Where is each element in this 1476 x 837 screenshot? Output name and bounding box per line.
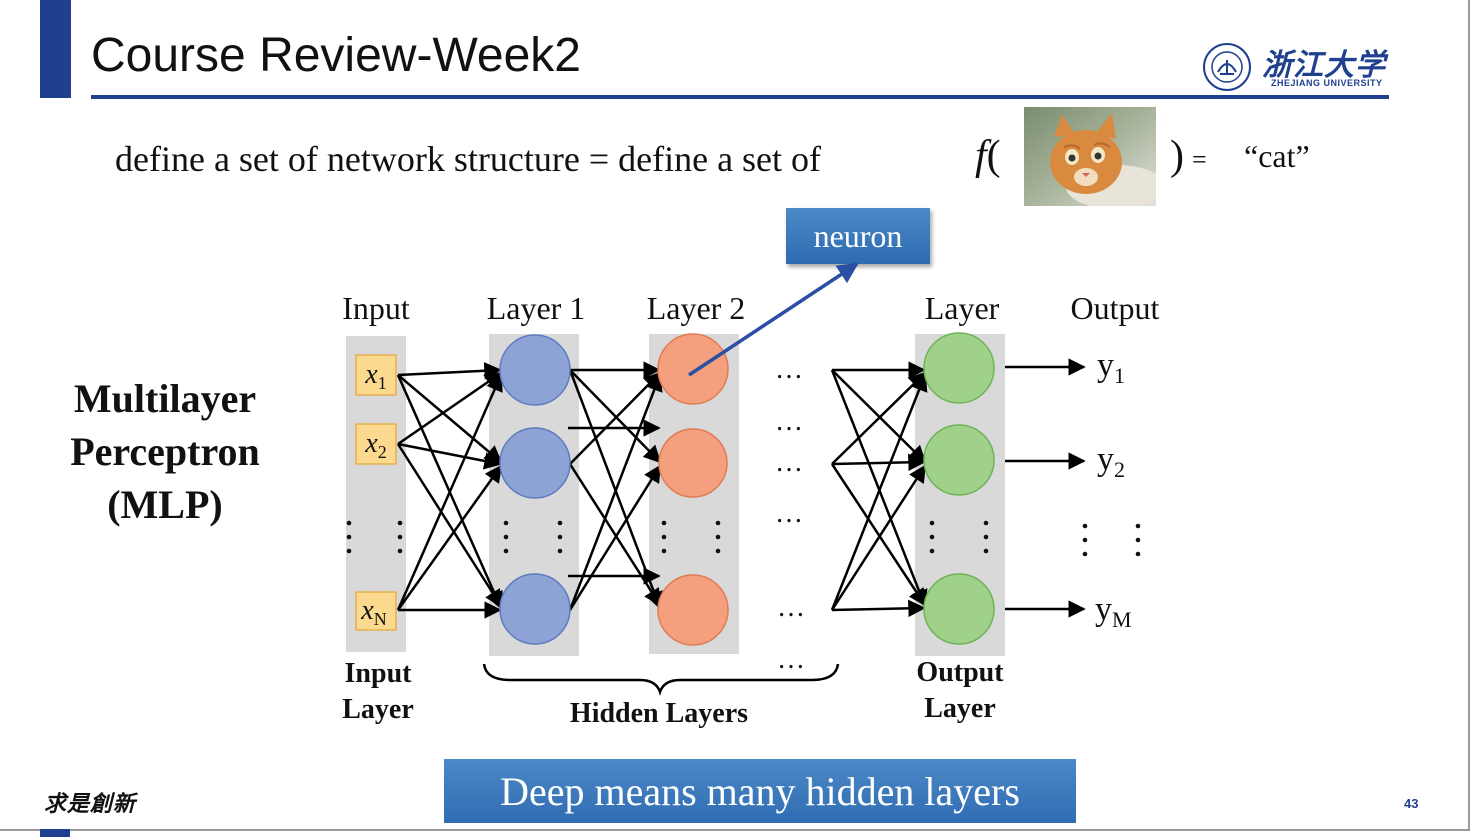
header-output: Output — [1071, 290, 1160, 326]
close-paren: ) — [1170, 133, 1184, 179]
layer1-layer2-connections — [568, 361, 663, 611]
svg-text:Output: Output — [916, 657, 1004, 688]
page-number: 43 — [1404, 796, 1419, 811]
ellipsis-h: … — [777, 644, 805, 675]
cat-image — [1024, 107, 1156, 206]
svg-text:y1: y1 — [1097, 347, 1125, 388]
neuron — [657, 333, 729, 405]
hidden-layers-brace — [482, 663, 840, 696]
input-node: xN — [355, 591, 397, 631]
neuron — [658, 428, 728, 498]
university-name-cn: 浙江大学 — [1262, 48, 1386, 83]
mlp-label-line3: (MLP) — [107, 482, 223, 527]
header-layer2: Layer 2 — [647, 290, 746, 326]
neuron — [499, 427, 571, 499]
mlp-label-line2: Perceptron — [70, 429, 260, 474]
vertical-ellipsis — [346, 520, 1141, 557]
svg-text:x1: x1 — [364, 359, 386, 393]
slide-title: Course Review-Week2 — [91, 29, 581, 82]
output-label-cat: “cat” — [1244, 138, 1310, 174]
output-label: y2 — [1097, 441, 1125, 482]
svg-text:x2: x2 — [364, 428, 386, 462]
deep-callout: Deep means many hidden layers — [444, 759, 1076, 823]
svg-text:y2: y2 — [1097, 441, 1125, 482]
header-layer: Layer — [925, 290, 1000, 326]
hidden-layers-label: Hidden Layers — [570, 698, 748, 729]
output-layer-label: Output Layer — [916, 657, 1004, 724]
ellipsis-h: … — [775, 406, 803, 437]
header-layer1: Layer 1 — [487, 290, 586, 326]
definition-text: define a set of network structure = defi… — [115, 139, 822, 179]
university-seal-icon — [1203, 43, 1251, 91]
corner-accent — [40, 829, 70, 837]
input-layer-label: Input Layer — [342, 658, 414, 725]
hidden-output-connections — [830, 361, 928, 618]
neuron-callout: neuron — [786, 208, 930, 264]
output-label: yM — [1095, 591, 1132, 632]
title-accent-bar — [40, 0, 71, 98]
output-arrows — [1005, 358, 1086, 618]
svg-text:Layer: Layer — [924, 693, 996, 724]
svg-text:xN: xN — [360, 595, 386, 629]
input-node: x2 — [355, 423, 397, 465]
layer1-neurons — [499, 334, 571, 645]
neuron-pointer-arrow — [688, 262, 859, 377]
neuron — [657, 574, 729, 646]
ellipsis-h: … — [775, 498, 803, 529]
svg-text:Layer: Layer — [342, 694, 414, 725]
input-node: x1 — [355, 354, 397, 396]
function-symbol: f( — [975, 133, 1001, 179]
mlp-label: Multilayer Perceptron (MLP) — [40, 372, 290, 531]
title-underline — [91, 95, 1389, 99]
layer2-neurons — [657, 333, 729, 646]
neuron — [499, 573, 571, 645]
mlp-diagram: Input Layer 1 Layer 2 Layer Output x1 x2… — [342, 262, 1160, 729]
mlp-label-line1: Multilayer — [73, 376, 257, 421]
ellipsis-h: … — [777, 592, 805, 623]
output-neurons — [923, 332, 995, 645]
ellipsis-h: … — [775, 354, 803, 385]
neuron — [923, 332, 995, 404]
input-layer1-connections — [396, 362, 503, 619]
header-input: Input — [342, 290, 410, 326]
footer-motto: 求是創新 — [44, 791, 137, 817]
svg-text:Input: Input — [345, 658, 413, 689]
neuron — [923, 424, 995, 496]
horizontal-ellipsis: … … … … … … — [775, 354, 805, 675]
neuron — [923, 573, 995, 645]
output-label: y1 — [1097, 347, 1125, 388]
neuron — [499, 334, 571, 406]
equals-sign: = — [1192, 145, 1207, 174]
ellipsis-h: … — [775, 447, 803, 478]
university-name-en: ZHEJIANG UNIVERSITY — [1271, 78, 1383, 88]
svg-text:yM: yM — [1095, 591, 1132, 632]
